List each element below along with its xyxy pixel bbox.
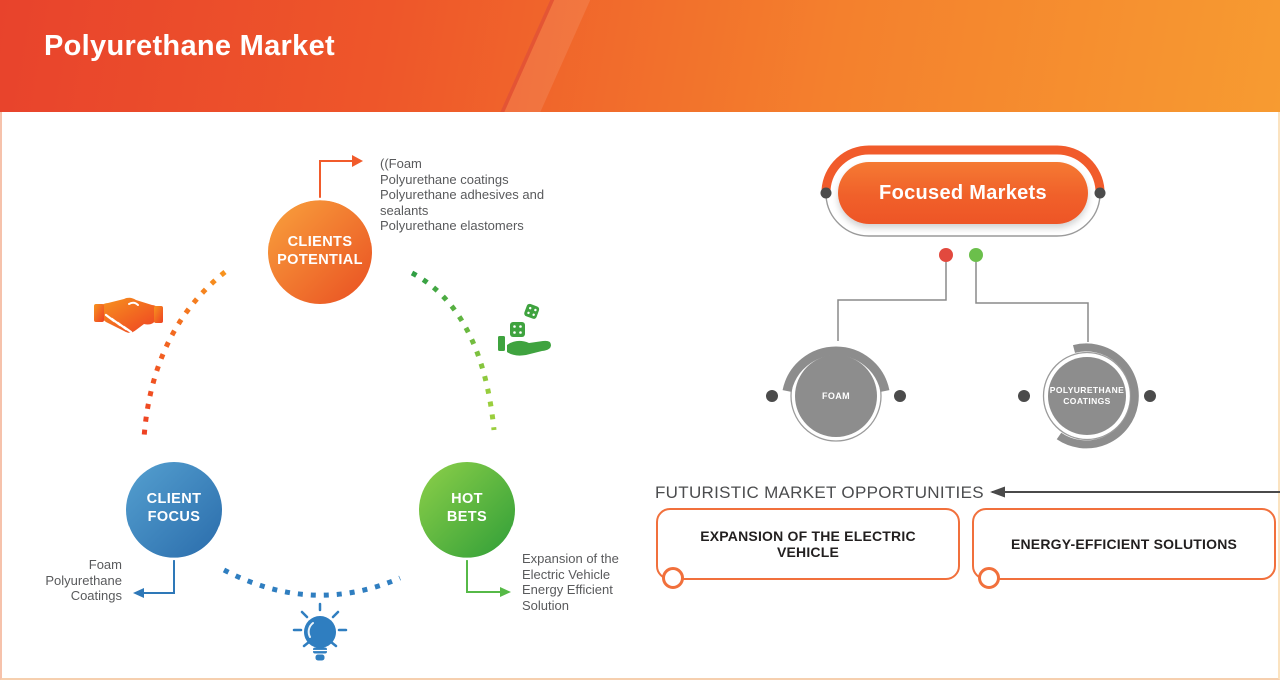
opportunities-arrow bbox=[990, 486, 1280, 498]
clients-potential-circle bbox=[266, 197, 374, 304]
opportunity-box-1-ring-icon bbox=[662, 567, 684, 589]
market-foam-label: FOAM bbox=[821, 390, 851, 401]
lightbulb-icon bbox=[292, 602, 348, 661]
handshake-icon bbox=[94, 297, 163, 334]
hot-bets-details: Expansion of the Electric Vehicle Energy… bbox=[522, 551, 619, 613]
clients-potential-label: CLIENTS POTENTIAL bbox=[277, 233, 363, 268]
header-stripe-decoration bbox=[496, 0, 592, 112]
market-polyurethane-coatings-label: POLYURETHANE COATINGS bbox=[1049, 384, 1125, 406]
content-area: CLIENTS POTENTIAL CLIENT FOCUS HOT BETS … bbox=[0, 112, 1280, 680]
hot-bets-label: HOT BETS bbox=[446, 490, 488, 525]
diagram-shapes bbox=[94, 145, 1280, 661]
tree-connectors bbox=[837, 262, 1089, 342]
hot-bets-circle bbox=[419, 462, 515, 561]
dice-hand-icon bbox=[498, 303, 551, 356]
opportunity-box-energy-efficient: ENERGY-EFFICIENT SOLUTIONS bbox=[972, 508, 1276, 589]
client-focus-circle bbox=[126, 462, 222, 561]
opportunity-box-electric-vehicle: EXPANSION OF THE ELECTRIC VEHICLE bbox=[656, 508, 960, 589]
clients-potential-details: ((Foam Polyurethane coatings Polyurethan… bbox=[380, 156, 545, 233]
focused-markets-pill: Focused Markets bbox=[838, 162, 1088, 224]
cycle-arc-blue bbox=[222, 567, 401, 598]
client-focus-label: CLIENT FOCUS bbox=[146, 490, 202, 525]
opportunity-box-2-ring-icon bbox=[978, 567, 1000, 589]
client-focus-connector bbox=[133, 558, 175, 598]
loop-right-dot bbox=[1094, 187, 1106, 199]
cycle-arc-orange bbox=[141, 270, 227, 439]
opportunities-heading: FUTURISTIC MARKET OPPORTUNITIES bbox=[655, 483, 984, 502]
opportunity-box-1-label: EXPANSION OF THE ELECTRIC VEHICLE bbox=[700, 528, 916, 560]
opportunity-box-2-label: ENERGY-EFFICIENT SOLUTIONS bbox=[1010, 536, 1238, 552]
focused-markets-loop bbox=[820, 145, 1106, 237]
cycle-arc-green bbox=[410, 270, 497, 431]
foam-circle bbox=[766, 346, 906, 442]
clients-potential-connector bbox=[319, 155, 363, 201]
header-banner: Polyurethane Market bbox=[0, 0, 1280, 112]
polyurethane-coatings-circle bbox=[1018, 343, 1156, 449]
hot-bets-connector bbox=[466, 558, 511, 597]
page-title: Polyurethane Market bbox=[44, 30, 335, 62]
loop-left-dot bbox=[820, 187, 832, 199]
client-focus-details: Foam Polyurethane Coatings bbox=[45, 557, 122, 603]
red-dot bbox=[939, 248, 953, 262]
green-dot bbox=[969, 248, 983, 262]
